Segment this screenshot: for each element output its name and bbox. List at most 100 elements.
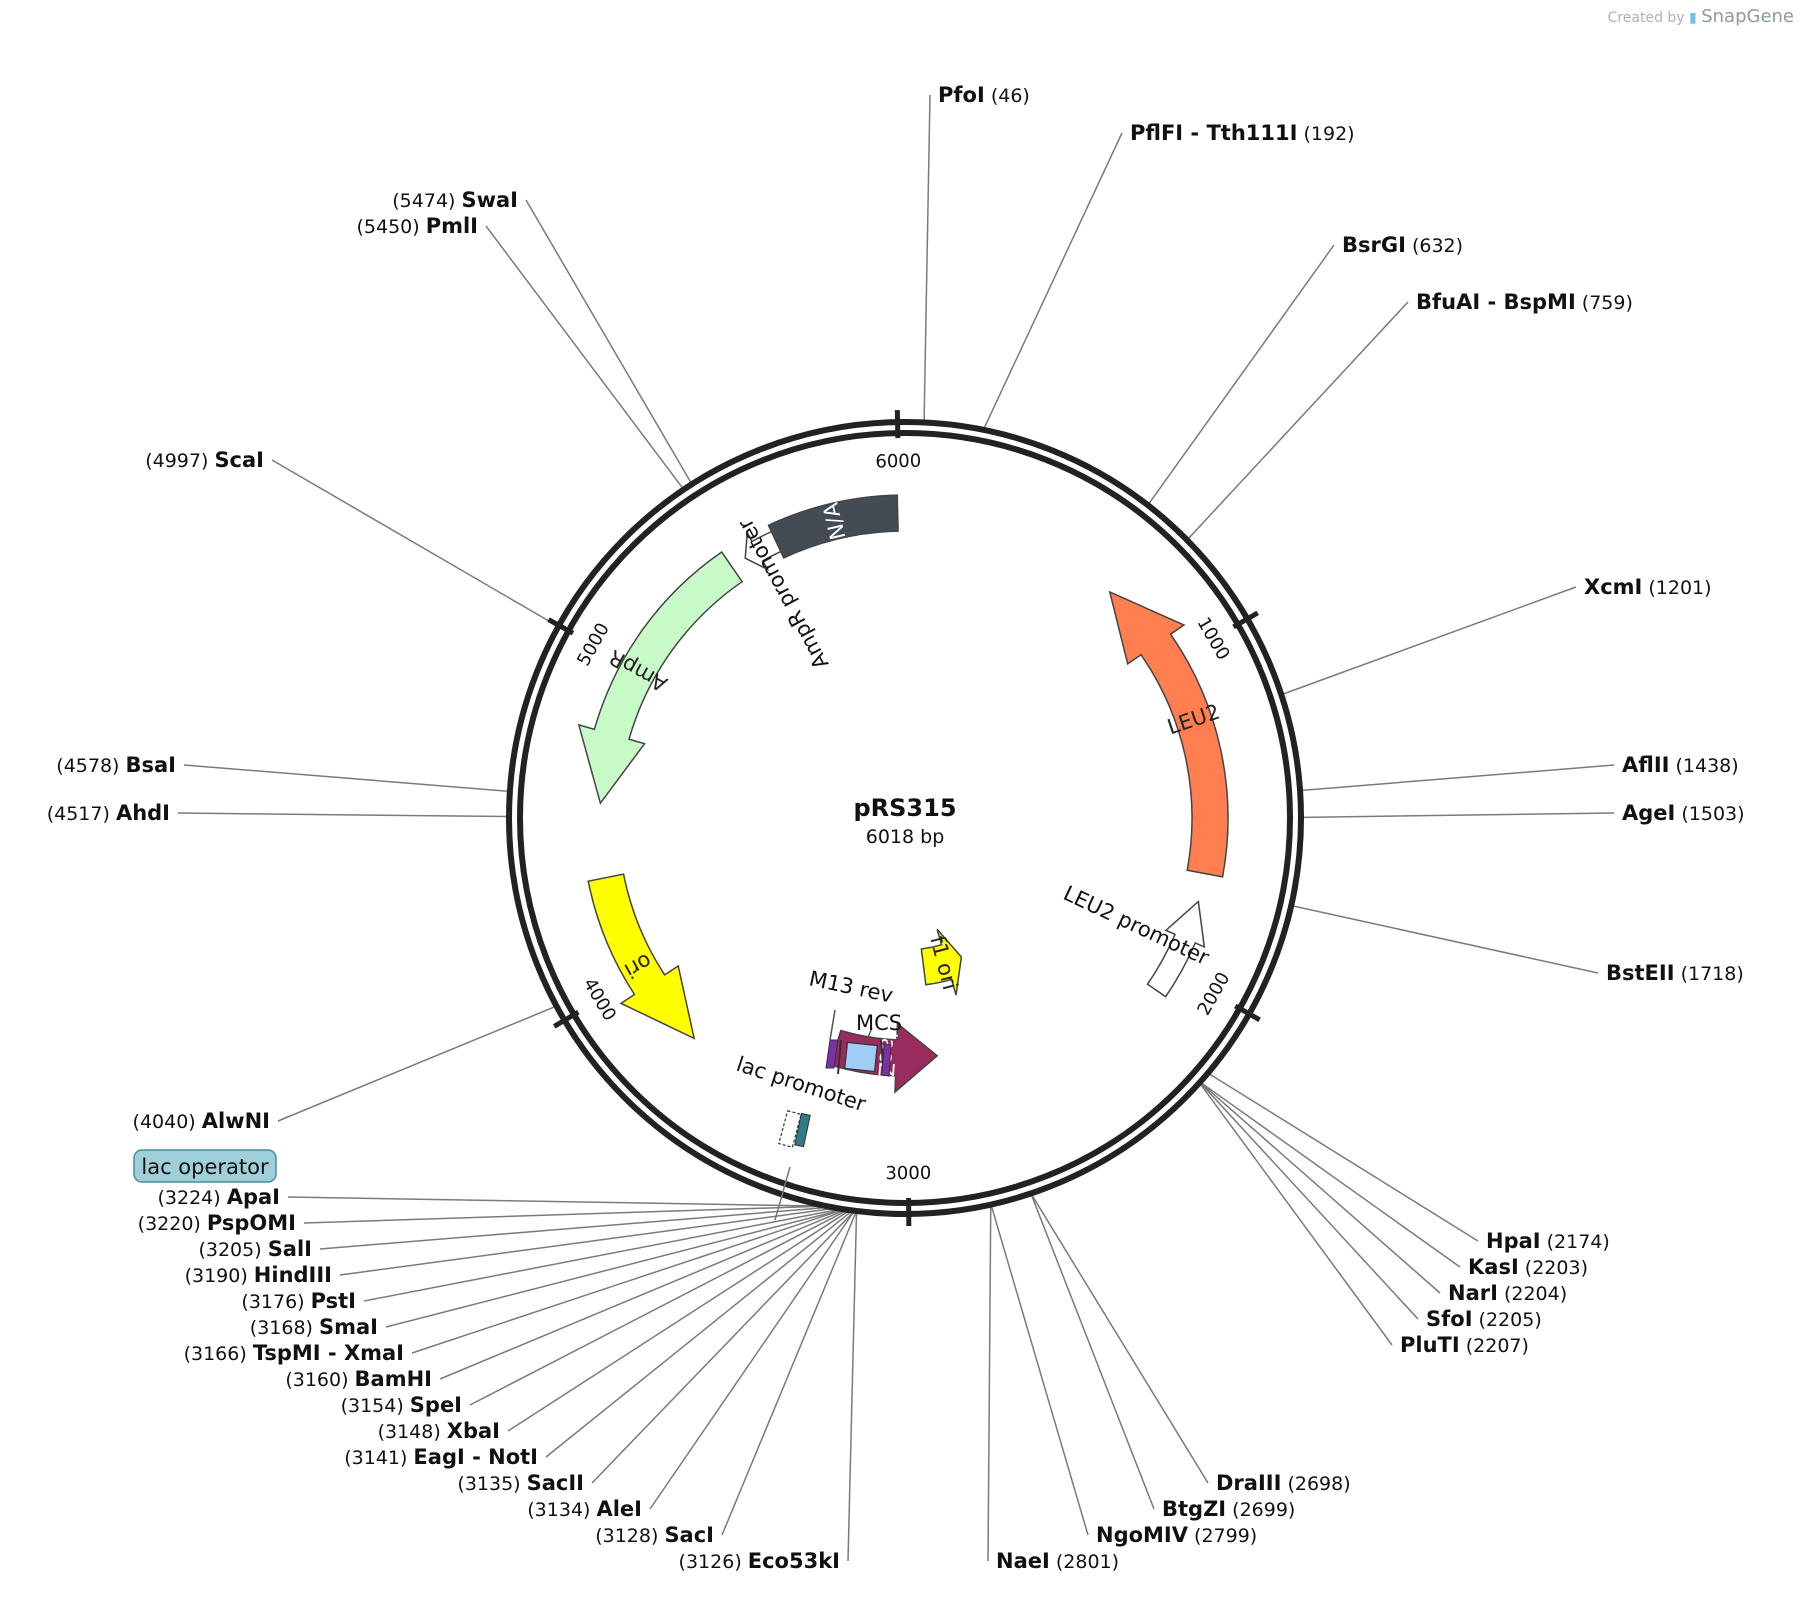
site-position: (3148) — [378, 1421, 447, 1443]
site-leader-swai — [525, 199, 692, 483]
tick-mark — [1234, 1003, 1261, 1022]
tick-mark — [547, 617, 575, 636]
plasmid-size: 6018 bp — [866, 826, 945, 848]
site-leader-hpai — [1209, 1073, 1479, 1242]
feature-ampr — [577, 551, 744, 805]
site-label-draiii: DraIII (2698) — [1216, 1471, 1351, 1495]
site-name: SmaI — [319, 1315, 378, 1339]
feature-leu2 — [1108, 590, 1229, 878]
site-leader-ngomiv — [990, 1206, 1089, 1536]
site-label-ngomiv: NgoMIV (2799) — [1096, 1523, 1257, 1547]
tick-label: 2000 — [1194, 969, 1235, 1019]
site-label-bamhi: (3160) BamHI — [285, 1367, 432, 1391]
small-features — [774, 1009, 892, 1221]
site-leader-xbai — [507, 1211, 848, 1432]
lac-operator-pointer — [774, 1166, 791, 1221]
site-name: AleI — [596, 1497, 642, 1521]
site-name: BstEII — [1606, 961, 1675, 985]
site-label-pfoi: PfoI (46) — [938, 83, 1030, 107]
tick-label: 1000 — [1193, 614, 1234, 664]
site-position: (46) — [985, 85, 1030, 107]
site-separator: - — [1480, 290, 1503, 314]
site-position: (1438) — [1669, 755, 1738, 777]
site-leader-draiii — [1031, 1194, 1209, 1484]
tick-mark — [552, 1009, 580, 1029]
site-position: (3160) — [285, 1369, 354, 1391]
snapgene-logo-icon: ▮ — [1689, 10, 1697, 26]
site-name: SpeI — [410, 1393, 462, 1417]
mcs-left-bar — [837, 1039, 842, 1075]
tick-mark — [1232, 610, 1259, 630]
site-separator: - — [321, 1341, 344, 1365]
credit-prefix: Created by — [1607, 10, 1685, 26]
site-label-bsrgi: BsrGI (632) — [1342, 233, 1463, 257]
site-position: (2203) — [1519, 1257, 1588, 1279]
site-position: (5450) — [356, 216, 425, 238]
site-position: (3128) — [595, 1525, 664, 1547]
tick-label: 3000 — [885, 1163, 931, 1184]
site-label-eco53ki: (3126) Eco53kI — [679, 1549, 840, 1573]
site-name: SfoI — [1426, 1307, 1473, 1331]
m13-rev-marker — [825, 1039, 839, 1069]
site-name: PfoI — [938, 83, 985, 107]
site-position: (759) — [1576, 292, 1633, 314]
site-position: (1503) — [1675, 803, 1744, 825]
site-label-sali: (3205) SalI — [198, 1237, 312, 1261]
site-label-tspmi: (3166) TspMI - XmaI — [184, 1341, 404, 1365]
site-leader-alei — [649, 1212, 854, 1510]
site-position: (2799) — [1188, 1525, 1257, 1547]
site-position: (3126) — [679, 1551, 748, 1573]
site-position: (2207) — [1460, 1335, 1529, 1357]
tick-label: 4000 — [579, 975, 620, 1025]
site-name: NgoMIV — [1096, 1523, 1189, 1547]
site-leader-psti — [363, 1209, 837, 1302]
site-position: (2699) — [1226, 1499, 1295, 1521]
site-label-psti: (3176) PstI — [241, 1289, 356, 1313]
site-leader-pflfi — [983, 132, 1123, 429]
site-leader-pspomi — [303, 1205, 819, 1224]
site-label-alei: (3134) AleI — [527, 1497, 642, 1521]
site-label-bsai: (4578) BsaI — [56, 753, 176, 777]
site-position: (3141) — [344, 1447, 413, 1469]
site-leader-sacii — [591, 1212, 854, 1484]
feature-ampr-promoter — [744, 530, 782, 572]
site-position: (4517) — [47, 803, 116, 825]
site-name: SwaI — [461, 188, 518, 212]
site-leader-sali — [319, 1206, 825, 1250]
site-position: (4040) — [133, 1111, 202, 1133]
site-leader-smai — [385, 1209, 840, 1328]
site-name: BsrGI — [1342, 233, 1406, 257]
site-name: XbaI — [447, 1419, 500, 1443]
site-label-pmli: (5450) PmlI — [356, 214, 478, 238]
site-leader-scai — [271, 459, 558, 627]
site-name: XcmI — [1584, 575, 1642, 599]
feature-ori — [587, 873, 696, 1040]
site-leader-saci — [721, 1212, 857, 1536]
site-label-sacii: (3135) SacII — [457, 1471, 584, 1495]
mcs-right-marker — [881, 1043, 892, 1077]
site-position: (3224) — [158, 1187, 227, 1209]
site-leader-ahdi — [177, 812, 508, 818]
site-label-aflii: AflII (1438) — [1622, 753, 1739, 777]
site-name: ApaI — [227, 1185, 280, 1209]
site-position: (3135) — [457, 1473, 526, 1495]
site-label-hpai: HpaI (2174) — [1486, 1229, 1610, 1253]
site-name: PspOMI — [207, 1211, 296, 1235]
site-leader-tspmi — [411, 1209, 841, 1354]
credit-brand: SnapGene — [1701, 6, 1794, 27]
tick-label: 6000 — [875, 451, 921, 473]
backbone-outer-ring — [506, 419, 1304, 1217]
lac-operator-marker — [794, 1112, 811, 1148]
backbone-inner-ring — [517, 430, 1293, 1206]
site-name: SacI — [664, 1523, 714, 1547]
small-feature-labels: M13 rev MCS lac promoter lac operator — [133, 966, 902, 1183]
site-name: BfuAI — [1416, 290, 1480, 314]
site-name: Eco53kI — [748, 1549, 840, 1573]
site-label-alwni: (4040) AlwNI — [133, 1109, 270, 1133]
plasmid-backbone — [506, 419, 1304, 1217]
site-name: BsaI — [126, 753, 177, 777]
site-label-xcmi: XcmI (1201) — [1584, 575, 1712, 599]
site-leader-spei — [469, 1210, 846, 1406]
site-position: (2801) — [1050, 1551, 1119, 1573]
